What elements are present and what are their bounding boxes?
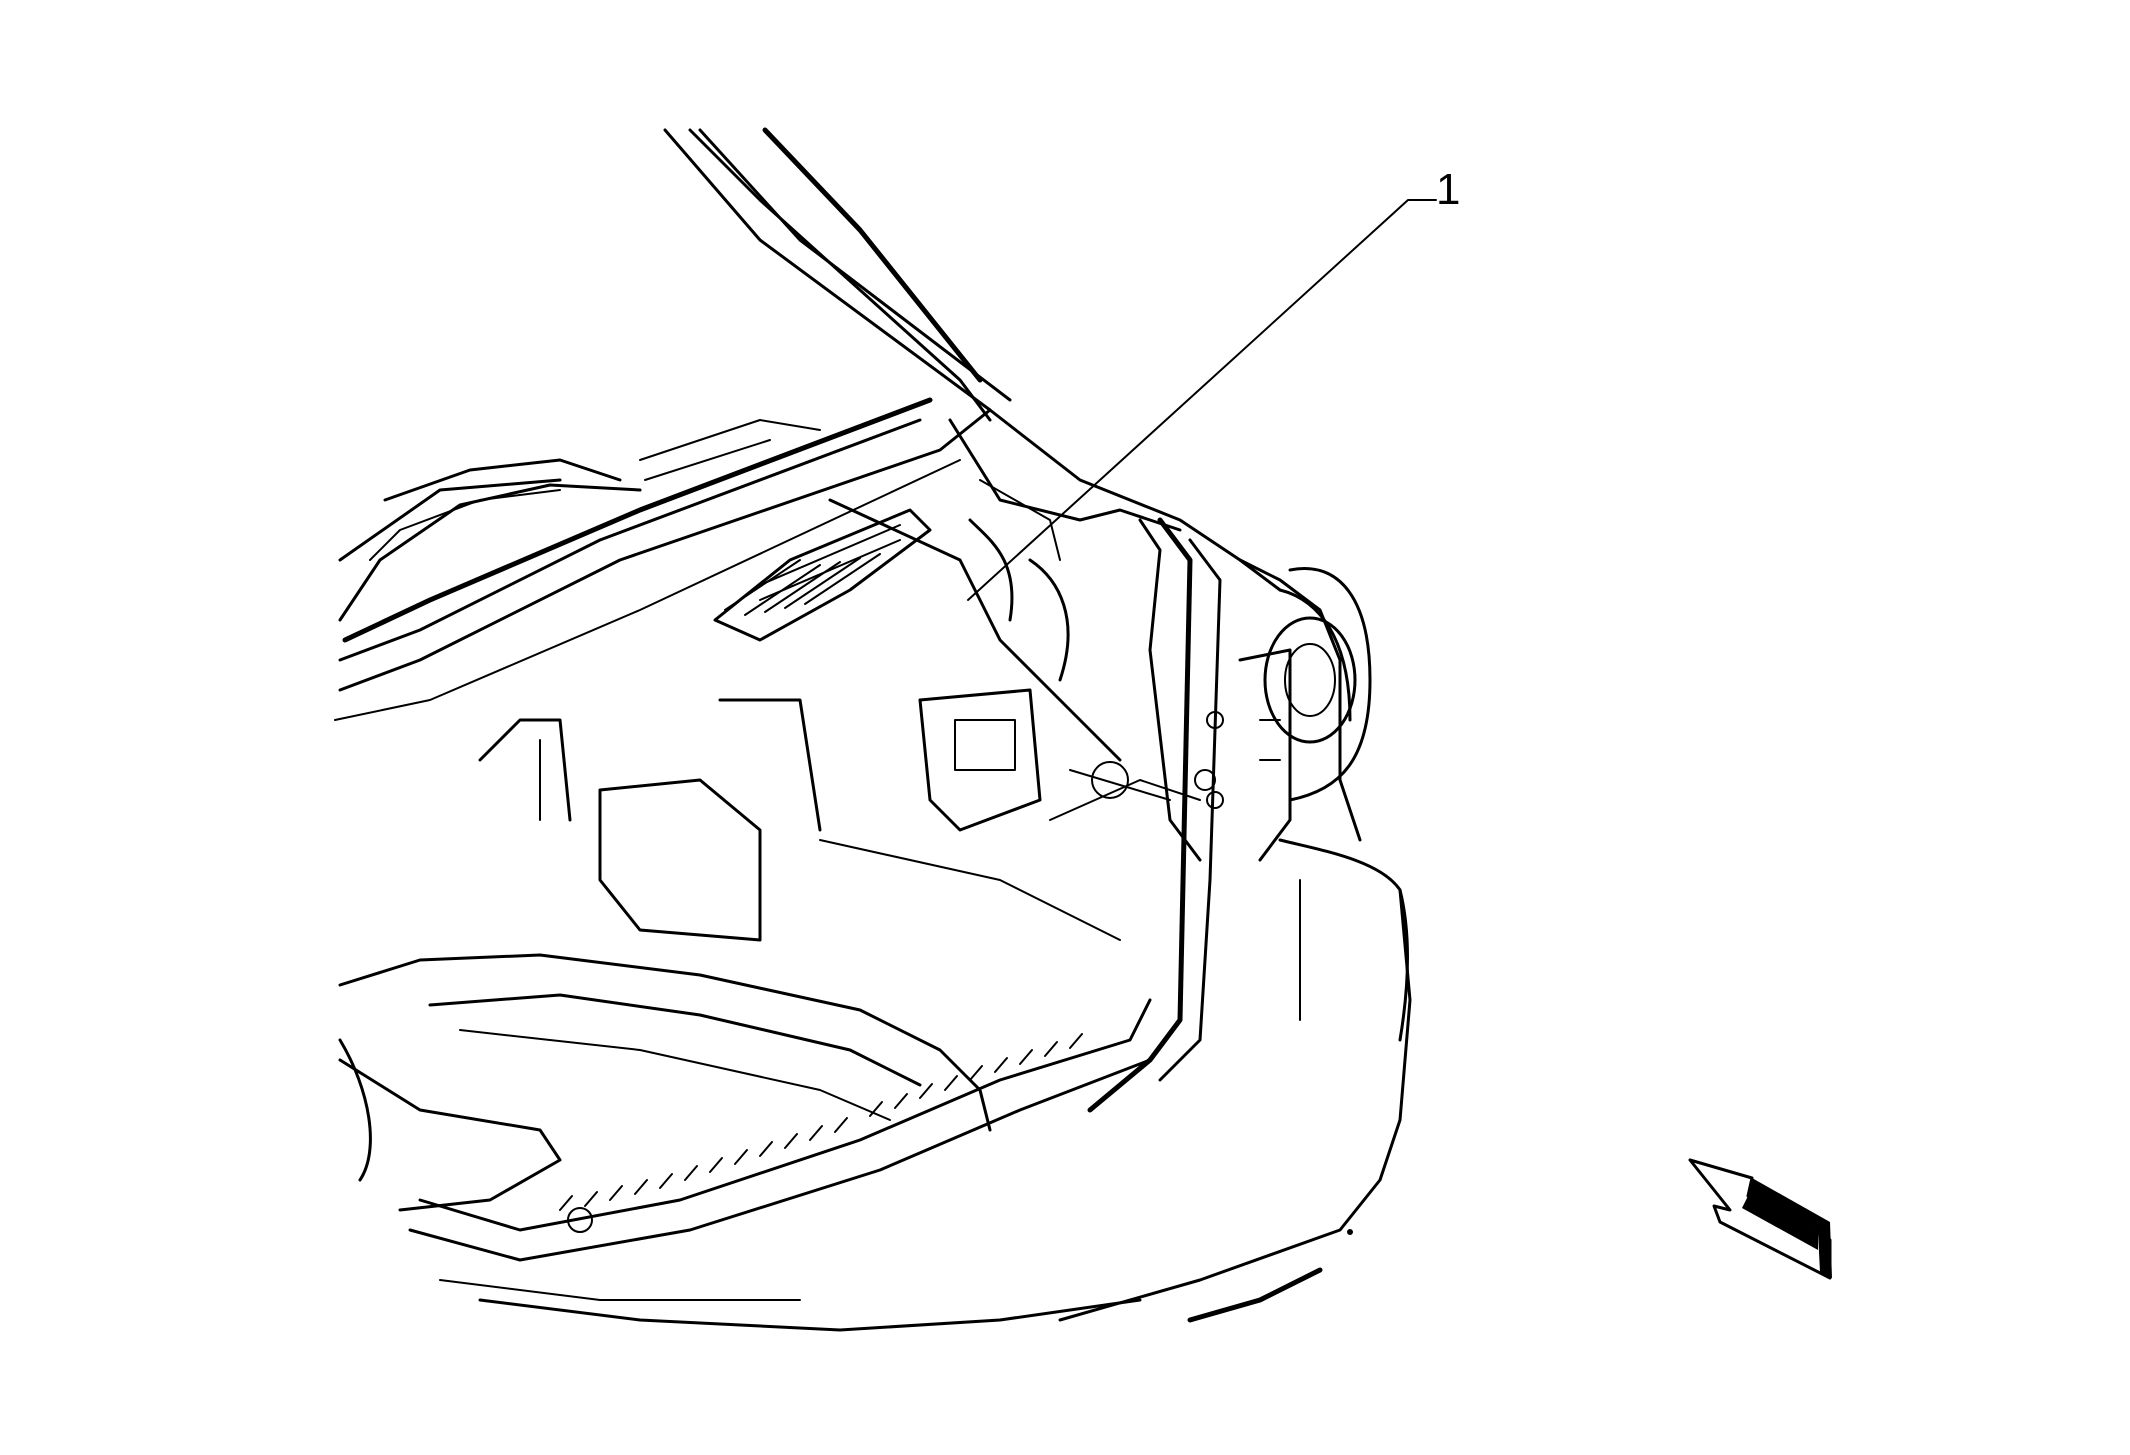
callout-label-1: 1 bbox=[1436, 165, 1461, 214]
body-panels bbox=[439, 408, 1412, 1332]
trunk-interior bbox=[478, 479, 1216, 942]
decklid bbox=[334, 127, 1012, 721]
trunk-floor bbox=[338, 839, 1152, 1262]
tail-lamp bbox=[1206, 567, 1372, 862]
callout-1-leader bbox=[967, 199, 1437, 601]
view-direction-arrow-icon bbox=[1688, 1158, 1832, 1280]
